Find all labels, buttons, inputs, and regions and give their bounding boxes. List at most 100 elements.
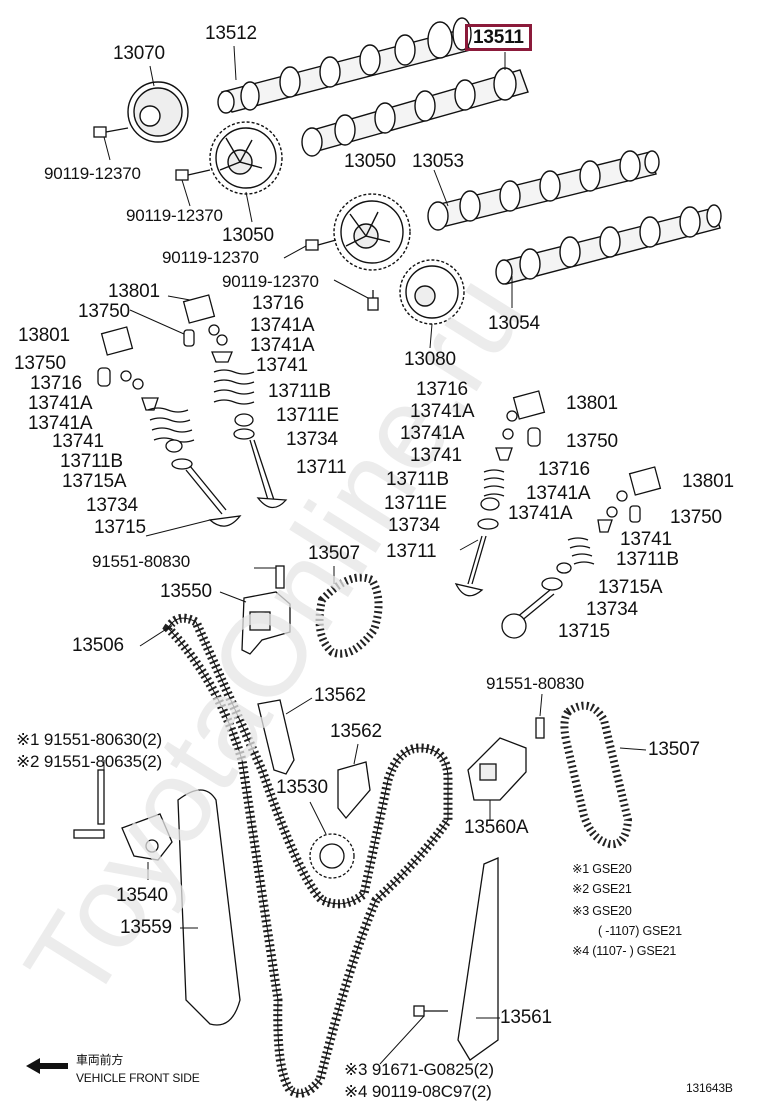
label-13716-a: 13716: [252, 293, 304, 314]
guide-13562-a: [257, 699, 295, 775]
tensioner-13550: [241, 565, 291, 655]
front-direction-arrow: [26, 1058, 68, 1074]
label-13715-a: 13715: [94, 517, 146, 538]
label-13741A-a: 13741A: [250, 315, 315, 336]
label-bolt-note-3: ※3 91671-G0825(2): [344, 1060, 494, 1079]
cam-sprocket-13050-upper: [209, 121, 283, 195]
note-3-range: ( -1107) GSE21: [598, 924, 682, 938]
note-1: ※1 GSE20: [572, 862, 632, 876]
timing-chain-13506: [162, 613, 453, 1098]
label-13053: 13053: [412, 151, 464, 172]
label-13540: 13540: [116, 885, 168, 906]
label-bolt-90119-12370-a: 90119-12370: [44, 164, 141, 183]
label-13801-a: 13801: [108, 281, 160, 302]
label-13711-b: 13711: [386, 541, 437, 562]
label-bolt-91551-80830-b: 91551-80830: [486, 674, 585, 693]
label-13050-upper: 13050: [222, 225, 274, 246]
slipper-13559: [177, 789, 241, 1026]
label-13716-b: 13716: [30, 373, 82, 394]
label-13741A-d: 13741A: [28, 413, 93, 434]
label-13716-d: 13716: [538, 459, 590, 480]
label-13561: 13561: [500, 1007, 552, 1028]
label-13559: 13559: [120, 917, 172, 938]
label-13801-b: 13801: [18, 325, 70, 346]
label-13506: 13506: [72, 635, 124, 656]
camshaft-13053: [427, 150, 660, 231]
label-13711E-b: 13711E: [384, 493, 447, 514]
label-13050-lower: 13050: [344, 151, 396, 172]
label-13741-b: 13741: [52, 431, 104, 452]
label-13715A-a: 13715A: [62, 471, 127, 492]
label-13530: 13530: [276, 777, 328, 798]
guide-13561: [413, 857, 499, 1061]
label-13750-d: 13750: [670, 507, 722, 528]
label-bolt-note-4: ※4 90119-08C97(2): [344, 1082, 492, 1101]
label-13741A-e: 13741A: [410, 401, 475, 422]
cam-sprocket-13050-lower: [333, 193, 411, 271]
label-13741A-h: 13741A: [508, 503, 573, 524]
chain-13507-right: [560, 701, 633, 849]
label-13560A: 13560A: [464, 817, 529, 838]
label-13507-a: 13507: [308, 543, 360, 564]
label-13716-c: 13716: [416, 379, 468, 400]
label-13741-d: 13741: [620, 529, 672, 550]
label-13550: 13550: [160, 581, 212, 602]
label-13734-a: 13734: [286, 429, 338, 450]
label-13741A-c: 13741A: [28, 393, 93, 414]
label-13750-a: 13750: [78, 301, 130, 322]
label-13734-d: 13734: [586, 599, 638, 620]
label-13741A-g: 13741A: [526, 483, 591, 504]
label-13070: 13070: [113, 43, 165, 64]
label-13715A-b: 13715A: [598, 577, 663, 598]
label-13511-highlighted: 13511: [465, 24, 532, 51]
figure-id: 131643B: [686, 1081, 733, 1095]
label-13562-a: 13562: [314, 685, 366, 706]
label-13711-a: 13711: [296, 457, 347, 478]
label-13507-b: 13507: [648, 739, 700, 760]
direction-label-en: VEHICLE FRONT SIDE: [76, 1071, 200, 1085]
label-13801-d: 13801: [682, 471, 734, 492]
label-13711B-b: 13711B: [60, 451, 123, 472]
label-13741-a: 13741: [256, 355, 308, 376]
label-13715-b: 13715: [558, 621, 610, 642]
label-13512: 13512: [205, 23, 257, 44]
label-13734-c: 13734: [388, 515, 440, 536]
label-bolt-note-2: ※2 91551-80635(2): [16, 752, 163, 771]
tensioner-13560A: [467, 717, 545, 801]
leader-lines: [103, 45, 647, 1065]
label-13054: 13054: [488, 313, 540, 334]
label-13711E-a: 13711E: [276, 405, 339, 426]
label-bolt-90119-12370-b: 90119-12370: [126, 206, 223, 225]
label-13711B-c: 13711B: [386, 469, 449, 490]
label-13711B-d: 13711B: [616, 549, 679, 570]
valve-group-left: [97, 294, 288, 527]
label-bolt-90119-12370-c: 90119-12370: [162, 248, 259, 267]
vvt-gear-13080: [399, 259, 465, 325]
chain-13507-upper: [315, 573, 383, 658]
valve-group-right: [454, 390, 662, 639]
label-13080: 13080: [404, 349, 456, 370]
vvt-gear-13070: [127, 81, 189, 143]
label-bolt-90119-12370-d: 90119-12370: [222, 272, 319, 291]
direction-label-jp: 車両前方: [76, 1053, 124, 1067]
note-4: ※4 (1107- ) GSE21: [572, 944, 677, 958]
label-13711B-a: 13711B: [268, 381, 331, 402]
bolt-90119-12370: [93, 126, 379, 311]
note-3: ※3 GSE20: [572, 904, 632, 918]
camshaft-13511: [301, 67, 529, 157]
label-13741A-f: 13741A: [400, 423, 465, 444]
label-13741-c: 13741: [410, 445, 462, 466]
label-bolt-note-1: ※1 91551-80630(2): [16, 730, 163, 749]
label-bolt-91551-80830-a: 91551-80830: [92, 552, 191, 571]
label-13741A-b: 13741A: [250, 335, 315, 356]
tensioner-13540: [73, 769, 173, 861]
camshaft-13054: [495, 204, 722, 285]
sprocket-13530: [309, 833, 355, 879]
label-13562-b: 13562: [330, 721, 382, 742]
label-13750-c: 13750: [566, 431, 618, 452]
label-13734-b: 13734: [86, 495, 138, 516]
note-2: ※2 GSE21: [572, 882, 632, 896]
label-13750-b: 13750: [14, 353, 66, 374]
label-13801-c: 13801: [566, 393, 618, 414]
